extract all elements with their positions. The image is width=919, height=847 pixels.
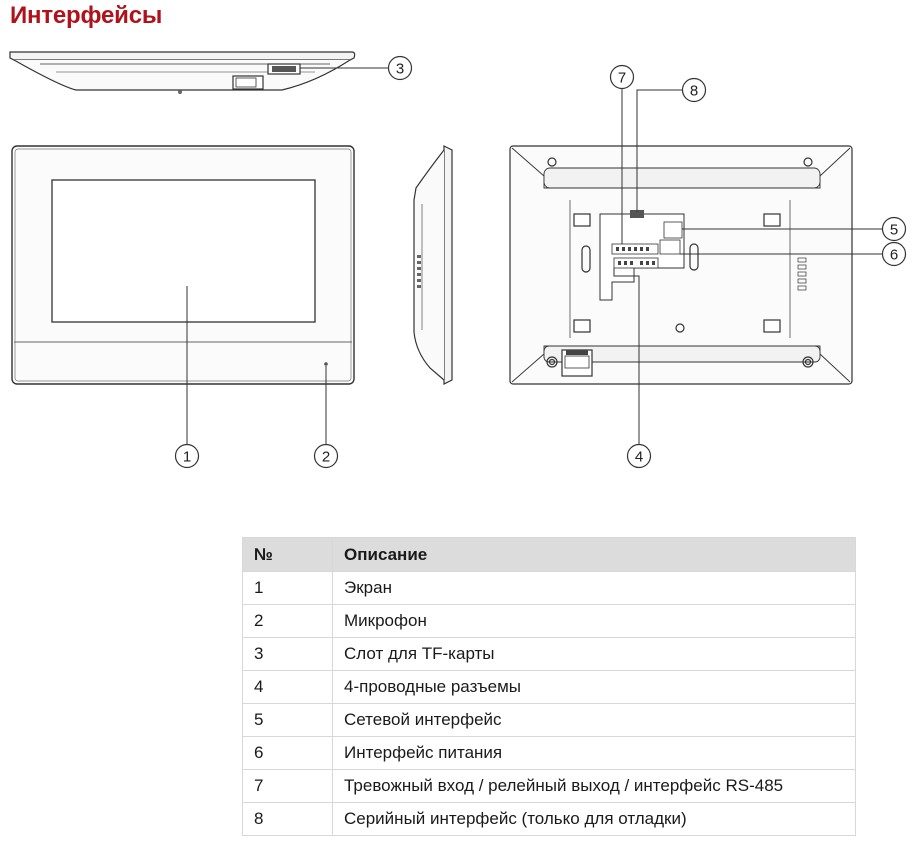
table-row: 5 Сетевой интерфейс (242, 703, 856, 737)
page-title: Интерфейсы (10, 2, 163, 29)
callout-2: 2 (313, 366, 339, 469)
row-description: Экран (332, 571, 856, 605)
row-number: 1 (242, 571, 333, 605)
callout-6: 6 (680, 241, 907, 267)
device-top-view (9, 51, 356, 94)
callout-1: 1 (174, 286, 200, 469)
header-description: Описание (332, 537, 856, 572)
row-description: Слот для TF-карты (332, 637, 856, 671)
device-interface-diagram: 3 1 2 (9, 51, 907, 469)
header-number: № (242, 537, 333, 572)
table-row: 1 Экран (242, 571, 856, 605)
table-row: 3 Слот для TF-карты (242, 637, 856, 671)
row-description: Микрофон (332, 604, 856, 638)
table-header-row: № Описание (242, 537, 856, 572)
row-number: 4 (242, 670, 333, 704)
callout-8-label: 8 (690, 83, 698, 100)
callout-2-label: 2 (322, 449, 330, 466)
callout-4-label: 4 (635, 449, 643, 466)
row-description: 4-проводные разъемы (332, 670, 856, 704)
table-row: 7 Тревожный вход / релейный выход / инте… (242, 769, 856, 803)
table-row: 8 Серийный интерфейс (только для отладки… (242, 802, 856, 836)
callout-1-label: 1 (183, 449, 191, 466)
row-description: Тревожный вход / релейный выход / интерф… (332, 769, 856, 803)
device-front-view (11, 145, 355, 385)
row-number: 3 (242, 637, 333, 671)
row-description: Серийный интерфейс (только для отладки) (332, 802, 856, 836)
row-description: Интерфейс питания (332, 736, 856, 770)
callout-8: 8 (636, 77, 707, 212)
row-number: 2 (242, 604, 333, 638)
table-row: 4 4-проводные разъемы (242, 670, 856, 704)
row-number: 5 (242, 703, 333, 737)
callout-7-label: 7 (618, 70, 626, 87)
interfaces-table: № Описание 1 Экран 2 Микрофон 3 Слот для… (242, 537, 856, 836)
callout-3-label: 3 (396, 61, 404, 78)
row-number: 7 (242, 769, 333, 803)
callout-7: 7 (609, 64, 635, 244)
table-row: 2 Микрофон (242, 604, 856, 638)
device-rear-view (509, 145, 853, 385)
callout-4: 4 (613, 268, 652, 469)
callout-6-label: 6 (890, 247, 898, 264)
callout-5-label: 5 (890, 222, 898, 239)
table-row: 6 Интерфейс питания (242, 736, 856, 770)
row-number: 6 (242, 736, 333, 770)
row-description: Сетевой интерфейс (332, 703, 856, 737)
row-number: 8 (242, 802, 333, 836)
device-side-view (413, 145, 453, 385)
microphone-hole (324, 362, 328, 366)
callout-3: 3 (300, 55, 413, 81)
callout-5: 5 (682, 216, 907, 242)
